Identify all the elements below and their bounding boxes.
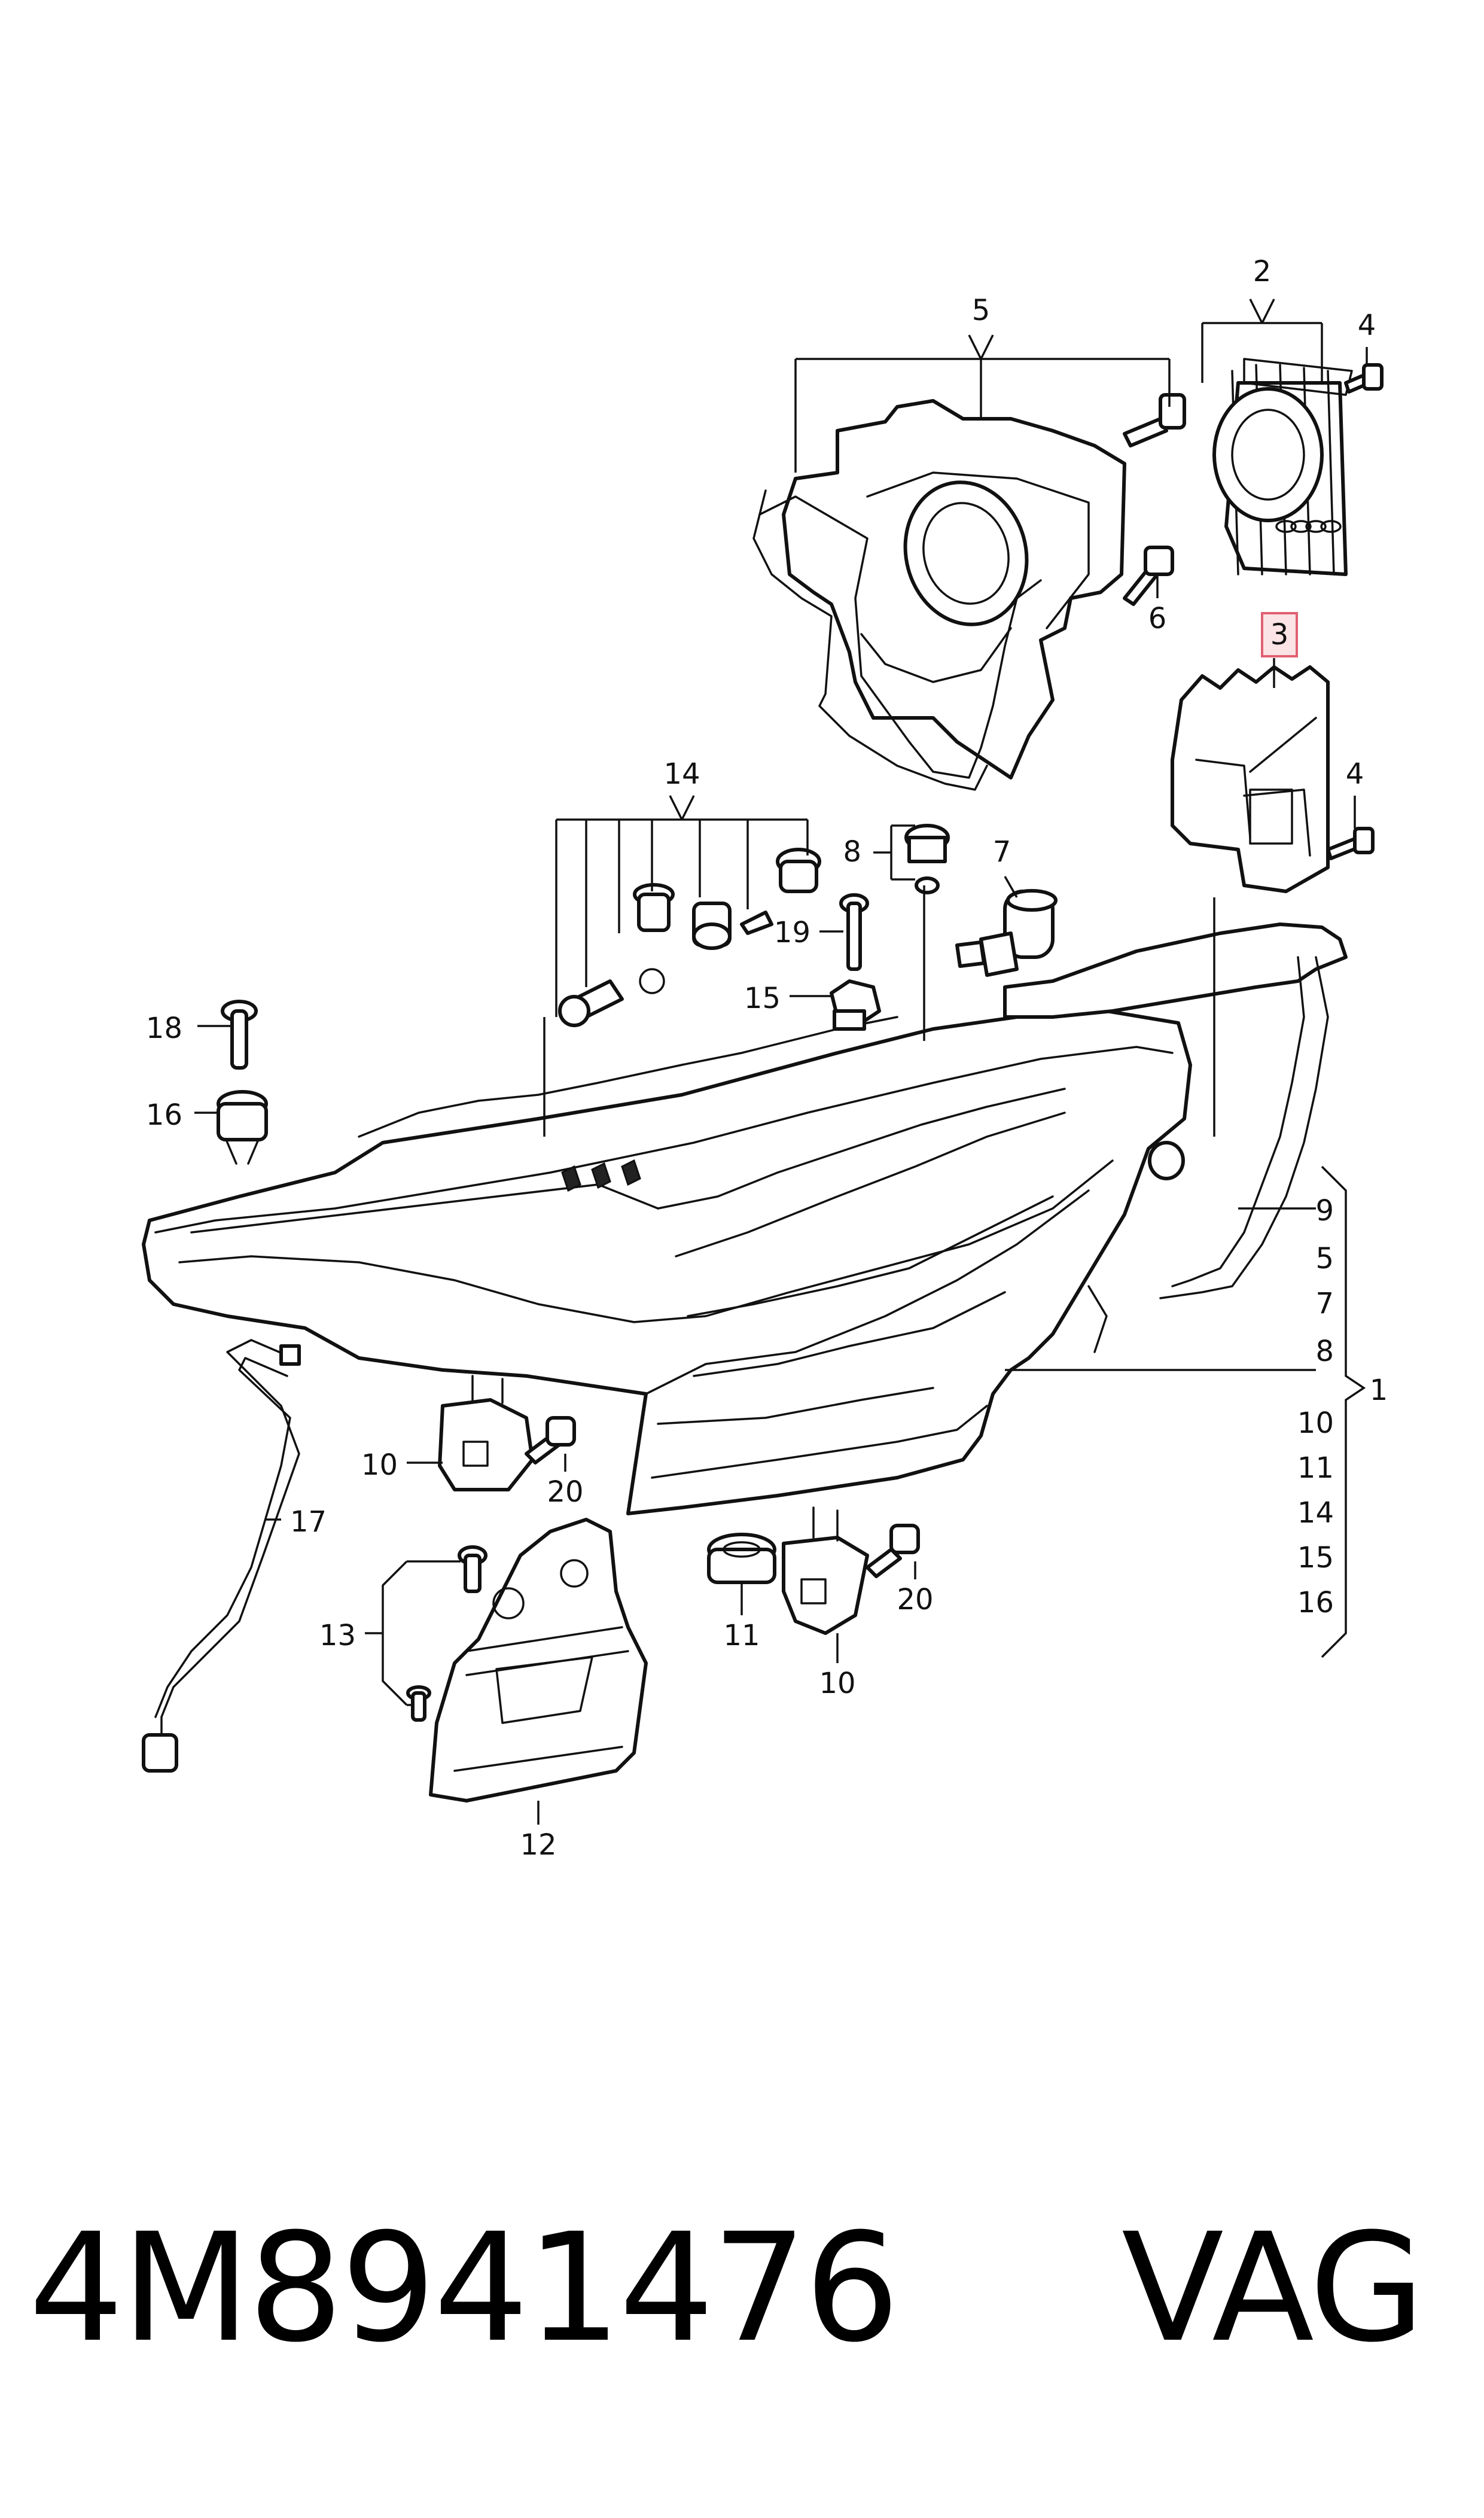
callout-11: 11 <box>723 1619 760 1652</box>
wire-lead-17 <box>142 1339 301 1773</box>
callout-20-right: 20 <box>897 1583 933 1616</box>
adjuster-screw-19 <box>839 893 869 971</box>
callout-17: 17 <box>290 1505 327 1539</box>
group-item: 15 <box>1297 1541 1334 1575</box>
screw-18 <box>221 1000 258 1070</box>
grommet-part <box>904 824 950 894</box>
callout-5: 5 <box>972 294 991 327</box>
headlamp-main-part <box>142 1009 1192 1515</box>
callout-20-left: 20 <box>547 1475 583 1509</box>
callout-12: 12 <box>520 1828 556 1862</box>
callout-13: 13 <box>319 1619 356 1652</box>
screw-20-left <box>525 1416 576 1464</box>
group-item: 14 <box>1297 1496 1334 1530</box>
screw-4-top <box>1344 363 1384 394</box>
group-item: 16 <box>1297 1586 1334 1619</box>
led-module-part <box>1171 665 1330 893</box>
seal-strip-part <box>1003 922 1348 1299</box>
callout-4-middle: 4 <box>1346 757 1364 791</box>
callout-10-right: 10 <box>819 1667 855 1700</box>
group-item: 7 <box>1315 1287 1334 1320</box>
group-item: 5 <box>1315 1242 1334 1275</box>
mount-bracket-12 <box>429 1518 648 1803</box>
callout-15: 15 <box>744 982 781 1015</box>
screw-5 <box>1123 393 1186 447</box>
callout-16: 16 <box>146 1098 182 1132</box>
brand-text: VAG <box>1122 2201 1425 2375</box>
group-1-list: 9 5 7 8 10 11 14 15 16 <box>1297 1194 1334 1619</box>
screw-20-right <box>866 1524 920 1578</box>
screw-13-bottom <box>406 1685 431 1722</box>
callout-3-highlight <box>1261 612 1298 657</box>
clip-15 <box>830 979 881 1031</box>
part-number-text: 4M8941476 <box>29 2201 900 2375</box>
callout-19: 19 <box>774 916 810 949</box>
grommet-16 <box>217 1090 268 1165</box>
callout-7: 7 <box>993 835 1011 869</box>
callout-3: 3 <box>1270 618 1289 651</box>
callout-14: 14 <box>663 757 700 791</box>
screw-6 <box>1123 546 1174 606</box>
housing-cover-part <box>752 393 1186 791</box>
callout-1: 1 <box>1370 1374 1388 1407</box>
group-item: 10 <box>1297 1406 1334 1440</box>
group-item: 9 <box>1315 1194 1334 1228</box>
screw-4-middle <box>1326 827 1375 860</box>
callout-2: 2 <box>1253 255 1272 288</box>
group-item: 8 <box>1315 1335 1334 1368</box>
bracket-10-left <box>438 1375 534 1491</box>
callout-8: 8 <box>843 835 861 869</box>
buffer-11 <box>707 1533 776 1584</box>
screw-13-top <box>458 1545 487 1593</box>
fastener-set-14 <box>558 848 821 1027</box>
leader-lines <box>194 299 1368 1825</box>
control-module-part <box>1212 358 1353 576</box>
callout-4-top: 4 <box>1358 309 1376 342</box>
callout-labels: 2 4 5 6 3 4 14 8 7 19 15 18 16 17 10 20 … <box>146 255 1388 1862</box>
group-item: 11 <box>1297 1451 1334 1485</box>
callout-18: 18 <box>146 1012 182 1045</box>
callout-6: 6 <box>1148 602 1167 635</box>
bulb-socket-part <box>955 889 1058 977</box>
callout-10-left: 10 <box>361 1448 398 1482</box>
bracket-10-right <box>782 1506 869 1635</box>
